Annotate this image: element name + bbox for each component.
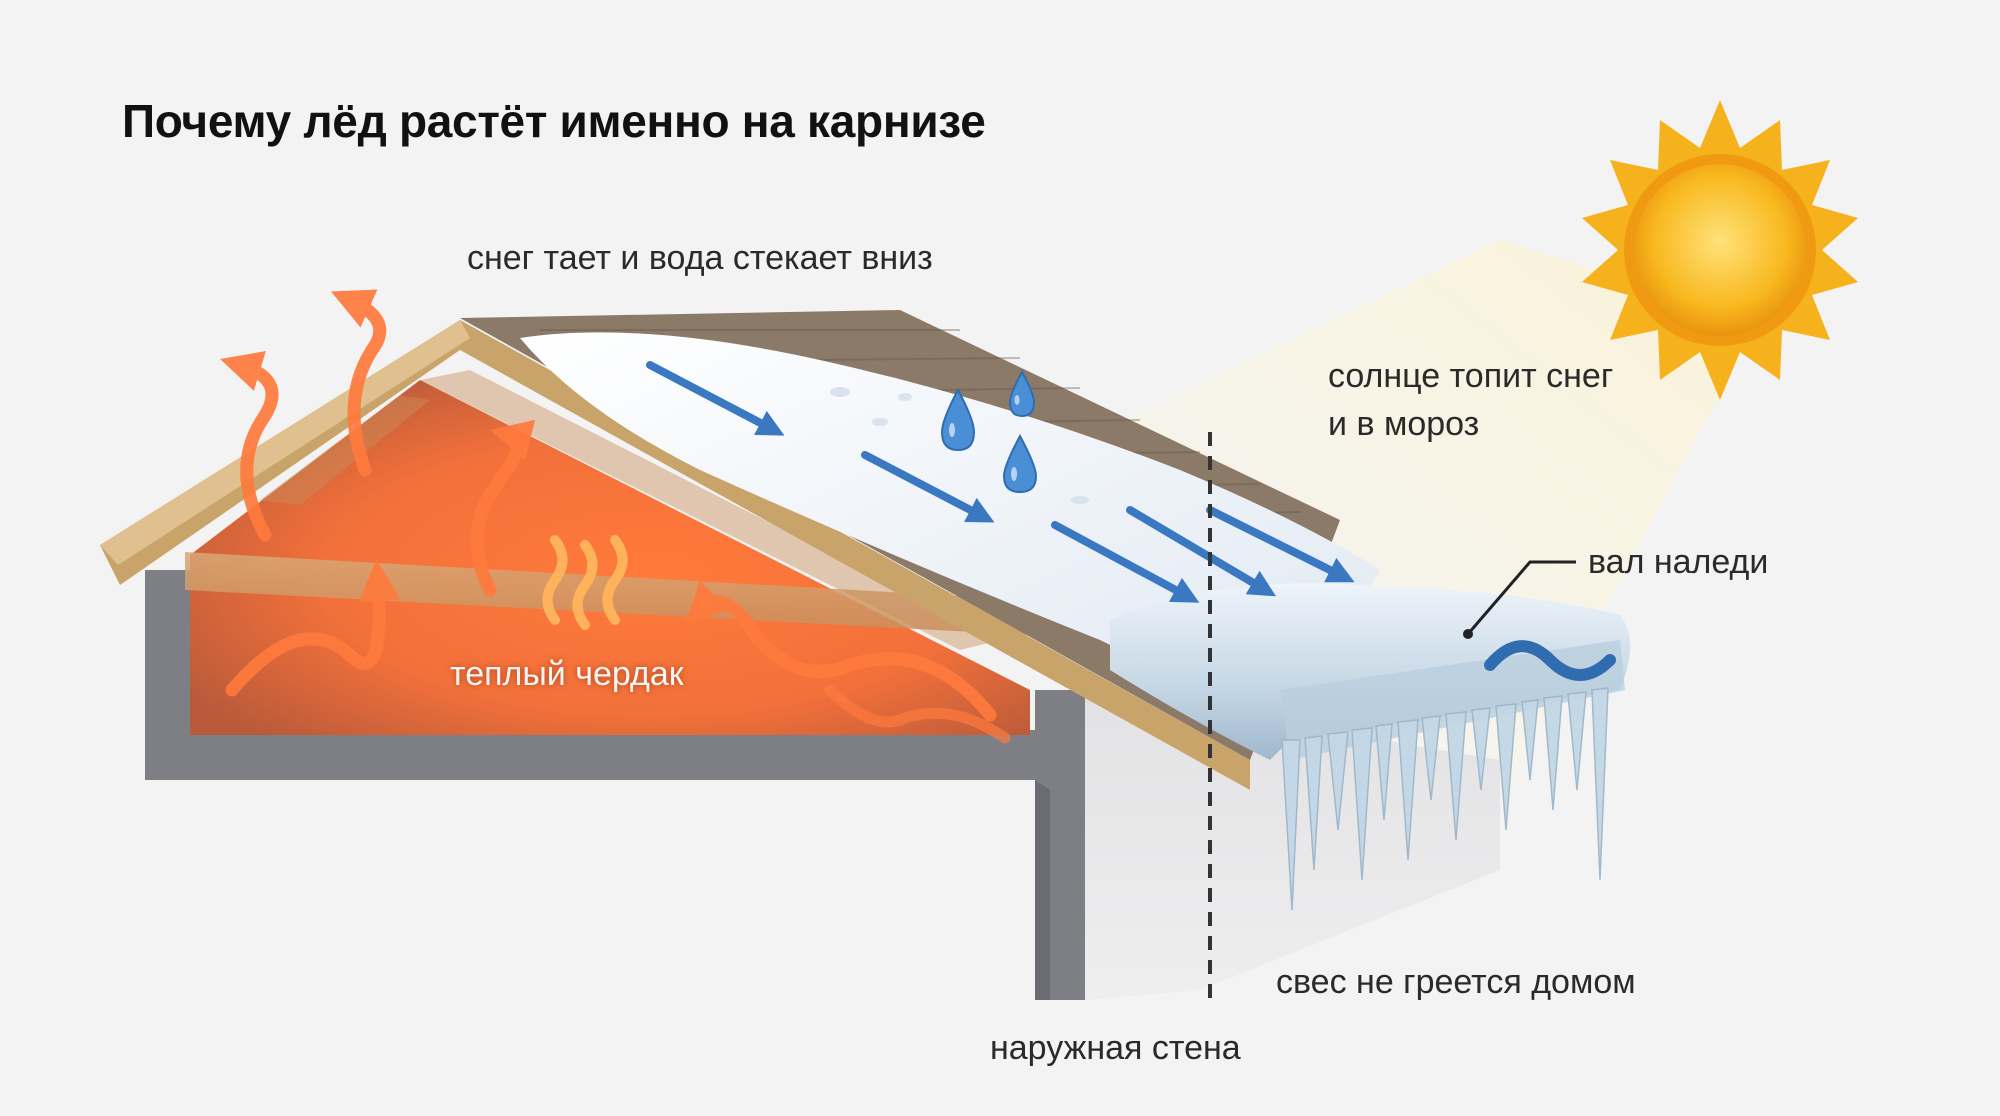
water-arrow-2 [861, 451, 995, 523]
heat-arrow-3 [470, 419, 536, 597]
heat-arrow-5 [685, 580, 997, 722]
water-arrow-1 [646, 361, 785, 436]
label-ice-dam: вал наледи [1588, 543, 1769, 581]
heat-arrows [220, 289, 1011, 744]
heat-arrow-6 [824, 684, 1011, 744]
label-warm-attic: теплый чердак [450, 655, 684, 693]
water-drop-icon [1008, 369, 1036, 418]
sunbeam [1000, 240, 1760, 840]
water-arrows [646, 361, 1355, 603]
sun-icon [1582, 100, 1858, 400]
heat-arrow-1 [220, 351, 279, 542]
label-sun: солнце топит снег и в мороз [1328, 352, 1613, 448]
heat-arrow-4 [225, 559, 401, 697]
heat-waves-icon [542, 535, 628, 630]
label-overhang: свес не греется домом [1276, 963, 1636, 1001]
attic-interior [190, 380, 1030, 735]
heat-arrow-2 [330, 289, 387, 477]
water-arrow-5 [1206, 506, 1355, 583]
icicles [1281, 687, 1609, 911]
label-sun-line2: и в мороз [1328, 405, 1480, 443]
label-snow-melts: снег тает и вода стекает вниз [467, 239, 933, 277]
water-arrow-3 [1051, 521, 1200, 603]
water-arrow-4 [1126, 506, 1277, 597]
ice-dam [1110, 583, 1630, 760]
ice-dam-wave-icon [1484, 640, 1616, 681]
label-sun-line1: солнце топит снег [1328, 357, 1614, 395]
ice-dam-pointer [1466, 560, 1576, 635]
label-outer-wall: наружная стена [990, 1029, 1241, 1067]
page-title: Почему лёд растёт именно на карнизе [122, 95, 986, 147]
